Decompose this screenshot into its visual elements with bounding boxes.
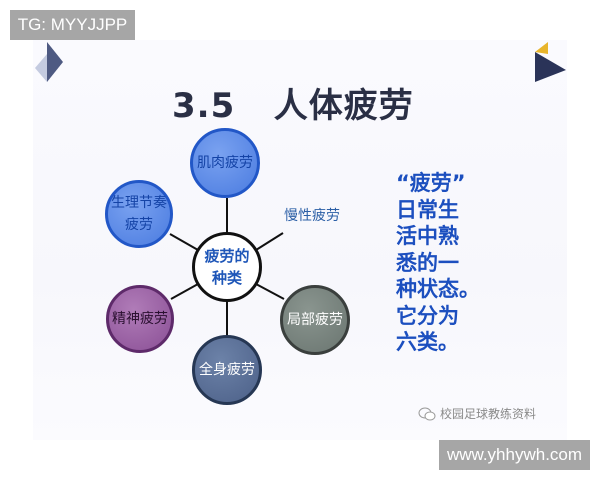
label-chronic-fatigue: 慢性疲劳 <box>284 208 340 224</box>
wechat-watermark: 校园足球教练资料 <box>418 405 536 422</box>
node-rhythm-fatigue: 生理节奏 疲劳 <box>105 180 173 248</box>
description-text: “疲劳” 日常生 活中熟 悉的一 种状态。 它分为 六类。 <box>396 171 480 354</box>
node-center-fatigue-types: 疲劳的 种类 <box>192 232 262 302</box>
slide-title: 3.5 人体疲劳 <box>172 86 414 126</box>
tg-badge: TG: MYYJJPP <box>10 10 135 40</box>
node-muscle-fatigue: 肌肉疲劳 <box>190 128 260 198</box>
left-arrow-decoration-icon <box>35 42 63 82</box>
node-local-fatigue: 局部疲劳 <box>280 285 350 355</box>
node-whole-body-fatigue: 全身疲劳 <box>192 335 262 405</box>
node-mental-fatigue: 精神疲劳 <box>106 285 174 353</box>
wechat-icon <box>418 407 436 420</box>
right-arrow-decoration-icon <box>535 42 566 82</box>
website-badge: www.yhhywh.com <box>439 440 590 470</box>
